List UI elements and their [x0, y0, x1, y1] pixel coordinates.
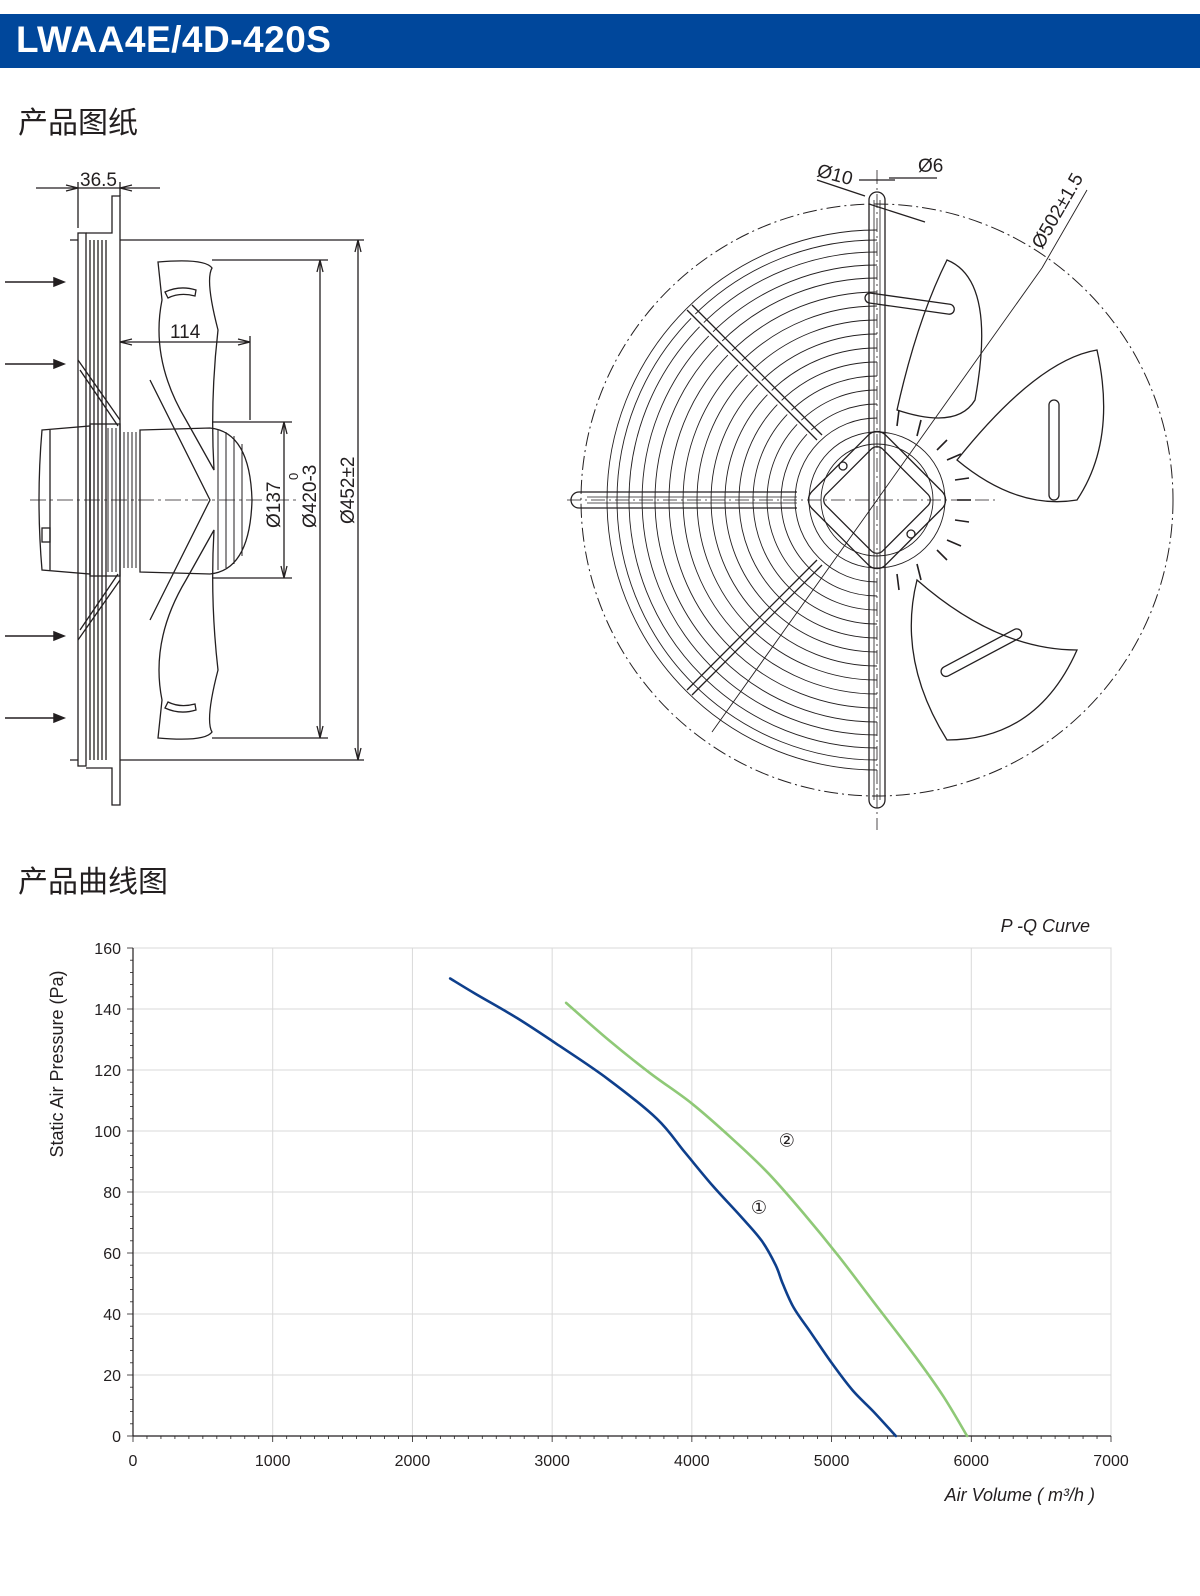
y-tick-label: 120 [94, 1063, 121, 1080]
model-title: LWAA4E/4D-420S [16, 19, 332, 60]
dim-d420: Ø420-3 [300, 465, 321, 528]
y-tick-label: 0 [112, 1429, 121, 1446]
y-tick-label: 160 [94, 941, 121, 958]
front-view-drawing [567, 170, 1174, 830]
airflow-arrows [5, 276, 67, 724]
curve-section-title: 产品曲线图 [18, 865, 168, 900]
drawing-section-title: 产品图纸 [18, 106, 138, 141]
series-label-1: ① [751, 1197, 767, 1218]
chart-title: P -Q Curve [1001, 916, 1090, 936]
x-tick-label: 7000 [1093, 1453, 1129, 1470]
y-tick-label: 20 [103, 1368, 121, 1385]
y-tick-label: 40 [103, 1307, 121, 1324]
dim-114: 114 [170, 322, 201, 343]
y-tick-label: 60 [103, 1246, 121, 1263]
x-tick-label: 4000 [674, 1453, 710, 1470]
x-tick-label: 1000 [255, 1453, 291, 1470]
dim-36-5: 36.5 [80, 170, 117, 191]
x-tick-label: 2000 [395, 1453, 431, 1470]
x-tick-label: 0 [129, 1453, 138, 1470]
x-tick-label: 3000 [534, 1453, 570, 1470]
dim-d6: Ø6 [918, 156, 943, 177]
series-line-2 [564, 1001, 969, 1438]
series-label-2: ② [779, 1130, 795, 1151]
x-tick-label: 6000 [953, 1453, 989, 1470]
y-axis-title: Static Air Pressure (Pa) [47, 970, 67, 1157]
series-line-1 [448, 977, 898, 1438]
dim-d10: Ø10 [815, 161, 855, 191]
x-tick-label: 5000 [814, 1453, 850, 1470]
chart-series: ①② [448, 977, 969, 1438]
y-tick-label: 80 [103, 1185, 121, 1202]
side-view-drawing [5, 182, 364, 806]
dim-d420-tol-upper: 0 [286, 473, 301, 480]
y-tick-label: 140 [94, 1002, 121, 1019]
product-drawing: 36.5 114 Ø137 Ø420-3 0 Ø452±2 Ø10 Ø6 Ø50… [5, 156, 1174, 830]
header-bar: LWAA4E/4D-420S [0, 14, 1200, 68]
x-axis-title: Air Volume ( m³/h ) [944, 1485, 1095, 1505]
plot-frame [132, 947, 1112, 1437]
dim-d452: Ø452±2 [338, 457, 359, 524]
dim-d137: Ø137 [264, 482, 285, 528]
chart-axes: 0 1000 2000 3000 4000 5000 6000 7000 0 20 40 60 80 10… [94, 941, 1129, 1470]
chart-grid [132, 947, 1112, 1437]
y-tick-label: 100 [94, 1124, 121, 1141]
